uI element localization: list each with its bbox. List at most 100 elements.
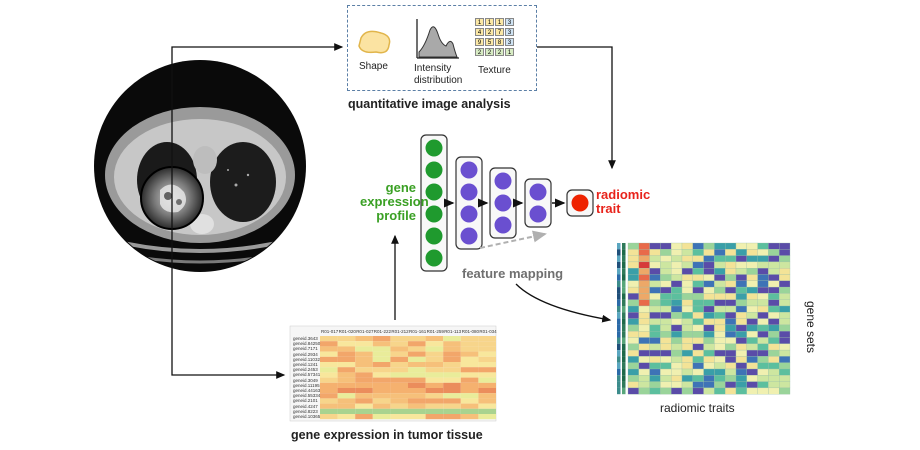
heatmap-cell — [735, 318, 747, 326]
input-label-line1: gene — [385, 180, 416, 195]
gene-expression-profile-label: gene expression profile — [360, 180, 429, 223]
gene-table-row-label: geneid.55334 — [293, 393, 321, 399]
heatmap-cell — [735, 349, 747, 357]
heatmap-cell — [703, 387, 715, 395]
heatmap-cell — [692, 293, 704, 300]
heatmap-cell — [681, 255, 693, 263]
heatmap-row-annotation — [622, 261, 626, 269]
heatmap-cell — [757, 368, 769, 376]
heatmap-cell — [768, 274, 780, 281]
heatmap-cell — [757, 286, 769, 294]
hidden-node — [460, 161, 478, 179]
gene-table-cell — [478, 356, 496, 362]
heatmap-cell — [671, 268, 683, 275]
heatmap-cell — [768, 255, 780, 263]
gene-table-cell — [372, 403, 391, 409]
heatmap-cell — [638, 343, 650, 351]
heatmap-cell — [757, 324, 769, 332]
heatmap-cell — [714, 242, 726, 250]
heatmap-cell — [735, 331, 747, 338]
gene-table-cell — [372, 382, 391, 388]
heatmap-cell — [681, 261, 693, 269]
gene-table-column-header: R01-017 — [321, 329, 339, 334]
heatmap-cell — [768, 337, 780, 344]
heatmap-row-annotation — [617, 356, 621, 363]
heatmap-cell — [660, 362, 672, 370]
heatmap-cell — [757, 255, 769, 263]
heatmap-cell — [671, 293, 683, 300]
gene-table-cell — [478, 382, 496, 388]
heatmap-cell — [627, 381, 639, 389]
heatmap-cell — [725, 242, 737, 250]
heatmap-cell — [638, 375, 650, 382]
heatmap-cell — [681, 324, 693, 332]
gene-table-row-label: geneid.2453 — [293, 367, 318, 373]
heatmap-cell — [671, 337, 683, 344]
gene-table-cell — [390, 403, 408, 409]
heatmap-cell — [757, 375, 769, 382]
heatmap-cell — [671, 286, 683, 294]
heatmap-cell — [660, 286, 672, 294]
heatmap-cell — [649, 268, 661, 275]
heatmap-cell — [649, 368, 661, 376]
gene-table-cell — [408, 393, 426, 399]
heatmap-cell — [746, 318, 758, 326]
heatmap-cell — [779, 362, 791, 370]
heatmap-cell — [649, 305, 661, 313]
heatmap-cell — [671, 343, 683, 351]
gene-table-cell — [478, 408, 496, 414]
gene-table-cell — [443, 377, 461, 383]
gene-table-cell — [337, 351, 356, 357]
heatmap-row-annotation — [617, 331, 621, 338]
heatmap-cell — [692, 331, 704, 338]
gene-table-cell — [478, 414, 496, 420]
heatmap-cell — [703, 280, 715, 288]
heatmap-cell — [660, 312, 672, 319]
heatmap-cell — [714, 356, 726, 363]
ct-scan-image — [94, 60, 306, 272]
heatmap-cell — [735, 387, 747, 395]
heatmap-row-annotation — [622, 375, 626, 382]
heatmap-cell — [725, 343, 737, 351]
heatmap-cell — [692, 280, 704, 288]
heatmap-cell — [671, 274, 683, 281]
heatmap-cell — [757, 362, 769, 370]
heatmap-cell — [735, 293, 747, 300]
output-node — [571, 194, 589, 212]
heatmap-cell — [703, 331, 715, 338]
heatmap-cell — [779, 255, 791, 263]
heatmap-cell — [725, 331, 737, 338]
heatmap-cell — [638, 293, 650, 300]
heatmap-cell — [757, 381, 769, 389]
gene-table-cell — [408, 346, 426, 352]
gene-table-column-header: R01-161 — [409, 329, 427, 334]
heatmap-cell — [671, 381, 683, 389]
heatmap-cell — [746, 362, 758, 370]
gene-table-cell — [460, 362, 479, 368]
heatmap-cell — [660, 280, 672, 288]
heatmap-cell — [627, 362, 639, 370]
gene-table-cell — [355, 414, 373, 420]
heatmap-cell — [735, 280, 747, 288]
gene-table-cell — [390, 377, 408, 383]
hidden-node — [529, 205, 547, 223]
heatmap-cell — [627, 343, 639, 351]
gene-table-column-header: R01-020 — [338, 329, 356, 334]
heatmap-row-annotation — [622, 293, 626, 300]
heatmap-cell — [681, 318, 693, 326]
gene-table-cell — [443, 341, 461, 347]
heatmap-cell — [768, 387, 780, 395]
gene-expression-table — [289, 325, 497, 422]
gene-table-cell — [320, 377, 338, 383]
gene-table-cell — [372, 372, 391, 378]
gene-table-cell — [408, 382, 426, 388]
gene-table-cell — [425, 398, 444, 404]
feature-mapping-arrow — [479, 230, 547, 249]
gene-table-cell — [390, 398, 408, 404]
heatmap-cell — [714, 381, 726, 389]
texture-cell: 1 — [485, 18, 494, 26]
heatmap-row-annotation — [617, 362, 621, 369]
gene-table-cell — [337, 341, 356, 347]
heatmap-cell — [638, 331, 650, 338]
heatmap-cell — [638, 387, 650, 395]
